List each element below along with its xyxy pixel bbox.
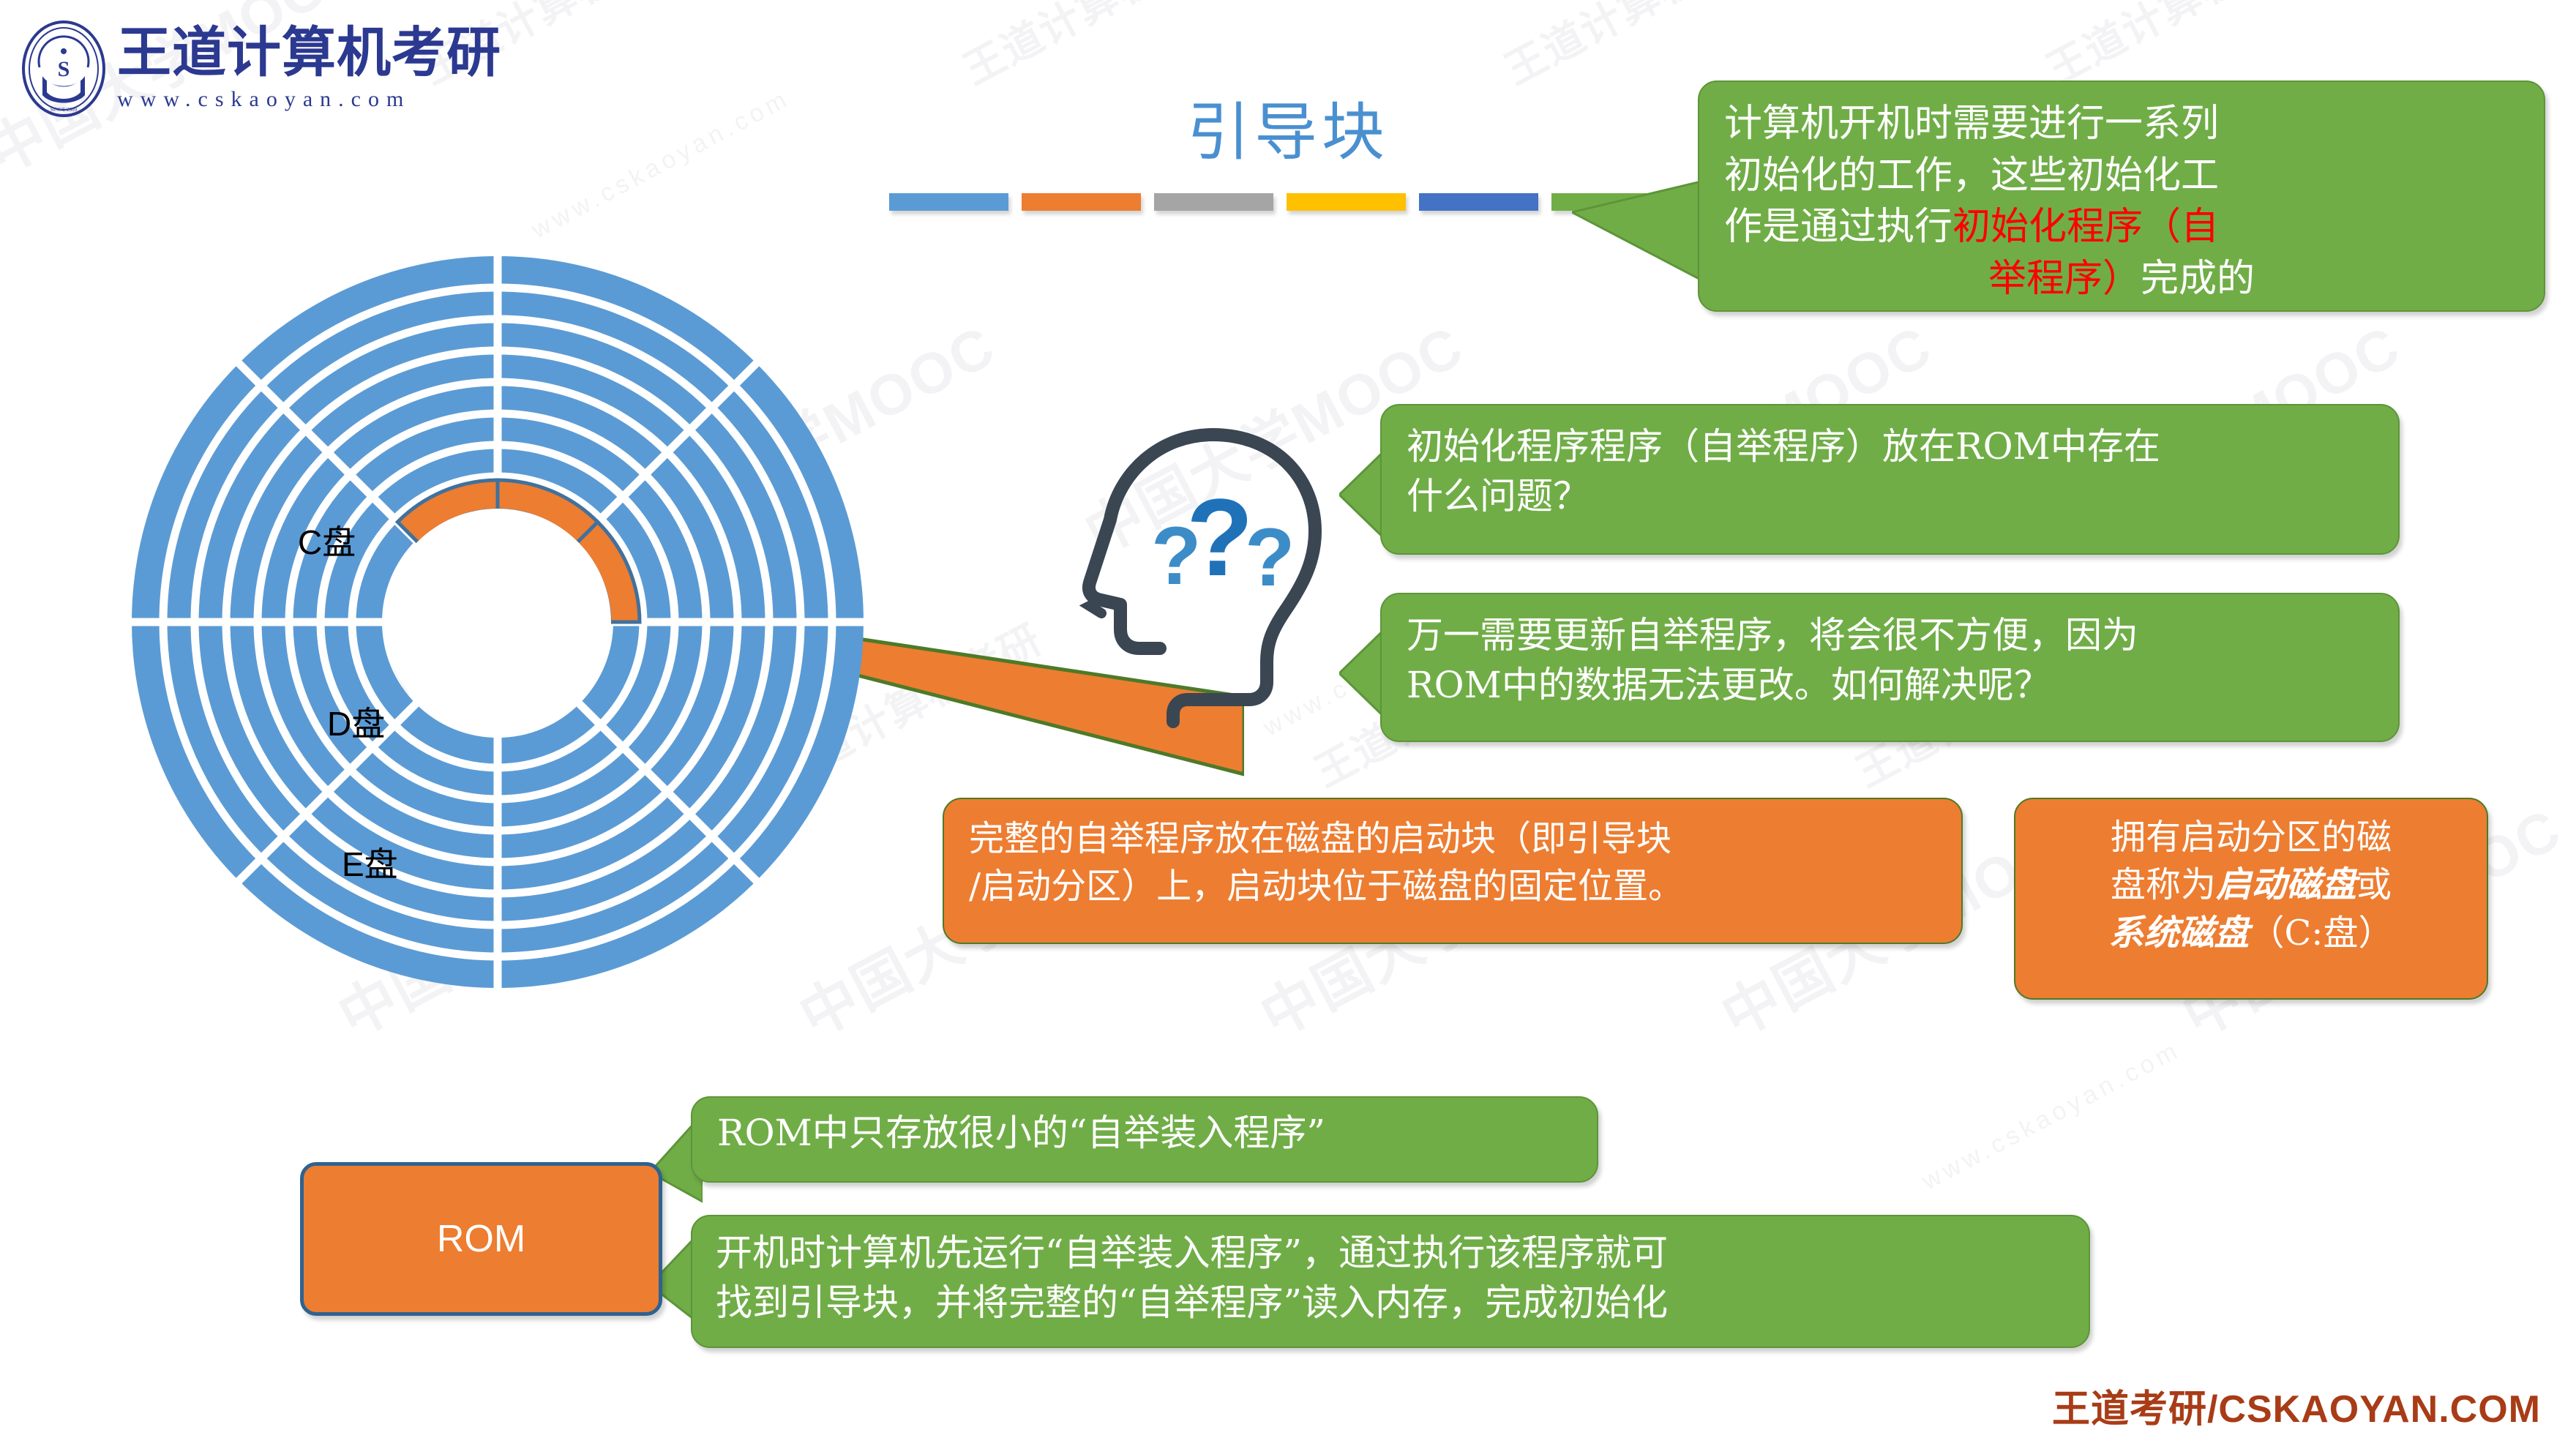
rom-box: ROM: [300, 1162, 662, 1316]
accent-bar-3: [1154, 193, 1273, 211]
disk-platter-diagram: C盘 D盘 E盘: [128, 252, 867, 992]
accent-bar-4: [1287, 193, 1406, 211]
boot-block-note-callout: 完整的自举程序放在磁盘的启动块（即引导块 /启动分区）上，启动块位于磁盘的固定位…: [943, 798, 1963, 944]
svg-text:SINCE 2009: SINCE 2009: [50, 107, 77, 113]
disk-label-e: E盘: [342, 845, 398, 883]
thinking-head-question-icon: ? ? ?: [1079, 428, 1322, 728]
boot-disk-note-line2-post: 或: [2356, 864, 2392, 906]
boot-block-note-line1: 完整的自举程序放在磁盘的启动块（即引导块: [969, 818, 1672, 859]
boot-disk-note-callout: 拥有启动分区的磁 盘称为启动磁盘或 系统磁盘（C:盘）: [2014, 798, 2488, 1000]
rom-box-label: ROM: [436, 1218, 526, 1260]
rom-boot-callout: 开机时计算机先运行“自举装入程序”，通过执行该程序就可 找到引导块，并将完整的“…: [691, 1215, 2090, 1348]
brand-logo: S SINCE 2009 王道计算机考研 www.cskaoyan.com: [20, 19, 501, 119]
brand-url: www.cskaoyan.com: [117, 87, 411, 111]
boot-disk-note-line3-post: （C:盘）: [2249, 912, 2394, 954]
svg-text:S: S: [58, 57, 70, 81]
boot-disk-note-line2: 盘称为启动磁盘或: [2033, 861, 2469, 909]
boot-disk-note-line1: 拥有启动分区的磁: [2110, 817, 2392, 858]
boot-intro-line2: 初始化的工作，这些初始化工: [1724, 153, 2220, 198]
disk-svg: [132, 256, 864, 988]
rom-boot-line2: 找到引导块，并将完整的“自举程序”读入内存，完成初始化: [716, 1281, 1669, 1324]
watermark-text: www.cskaoyan.com: [1917, 1035, 2186, 1196]
question-update-callout: 万一需要更新自举程序，将会很不方便，因为 ROM中的数据无法更改。如何解决呢？: [1380, 593, 2400, 742]
question-update-line2: ROM中的数据无法更改。如何解决呢？: [1407, 664, 2051, 706]
question-update-line1: 万一需要更新自举程序，将会很不方便，因为: [1407, 614, 2138, 656]
boot-disk-note-term-2: 系统磁盘: [2108, 912, 2250, 954]
boot-disk-note-line2-pre: 盘称为: [2110, 864, 2216, 906]
footer-brand: 王道考研/CSKAOYAN.COM: [2051, 1388, 2541, 1431]
boot-intro-line4-post: 完成的: [2141, 257, 2255, 302]
rom-small-callout: ROM中只存放很小的“自举装入程序”: [691, 1096, 1598, 1183]
question-rom-callout: 初始化程序程序（自举程序）放在ROM中存在 什么问题？: [1380, 404, 2400, 555]
question-mark-large: ?: [1186, 476, 1254, 599]
boot-block-note-line2: /启动分区）上，启动块位于磁盘的固定位置。: [969, 866, 1684, 907]
question-update-callout-tail: [1339, 620, 1392, 727]
boot-intro-line3: 作是通过执行初始化程序（自: [1724, 201, 2519, 253]
rom-small-line1: ROM中只存放很小的“自举装入程序”: [717, 1112, 1325, 1154]
disk-label-d: D盘: [327, 705, 386, 743]
boot-disk-note-line3: 系统磁盘（C:盘）: [2033, 910, 2469, 957]
brand-name: 王道计算机考研: [117, 22, 501, 83]
boot-intro-line4: 举程序）完成的: [1724, 253, 2519, 305]
accent-bar-2: [1022, 193, 1141, 211]
accent-bar-5: [1419, 193, 1538, 211]
title-accent-bars: [889, 193, 1671, 211]
disk-hub: [384, 509, 611, 735]
boot-disk-note-term-1: 启动磁盘: [2215, 864, 2356, 906]
boot-intro-line3-pre: 作是通过执行: [1724, 205, 1953, 250]
wangdao-seal-icon: S SINCE 2009: [22, 20, 105, 117]
question-mark-small-right: ?: [1245, 512, 1295, 603]
question-rom-line2: 什么问题？: [1407, 475, 1590, 517]
boot-intro-callout-tail: [1572, 174, 1726, 294]
boot-intro-line3-highlight: 初始化程序（自: [1952, 205, 2220, 250]
boot-intro-callout: 计算机开机时需要进行一系列 初始化的工作，这些初始化工 作是通过执行初始化程序（…: [1698, 80, 2545, 312]
rom-small-callout-tail: [650, 1112, 703, 1203]
disk-label-c: C盘: [298, 523, 356, 561]
boot-intro-line1: 计算机开机时需要进行一系列: [1724, 102, 2220, 146]
page-title: 引导块: [1187, 96, 1389, 169]
rom-boot-line1: 开机时计算机先运行“自举装入程序”，通过执行该程序就可: [716, 1232, 1669, 1274]
boot-intro-line4-highlight: 举程序）: [1988, 257, 2141, 302]
accent-bar-1: [889, 193, 1008, 211]
rom-boot-callout-tail: [650, 1227, 703, 1328]
question-rom-line1: 初始化程序程序（自举程序）放在ROM中存在: [1407, 425, 2160, 468]
question-rom-callout-tail: [1339, 441, 1392, 548]
